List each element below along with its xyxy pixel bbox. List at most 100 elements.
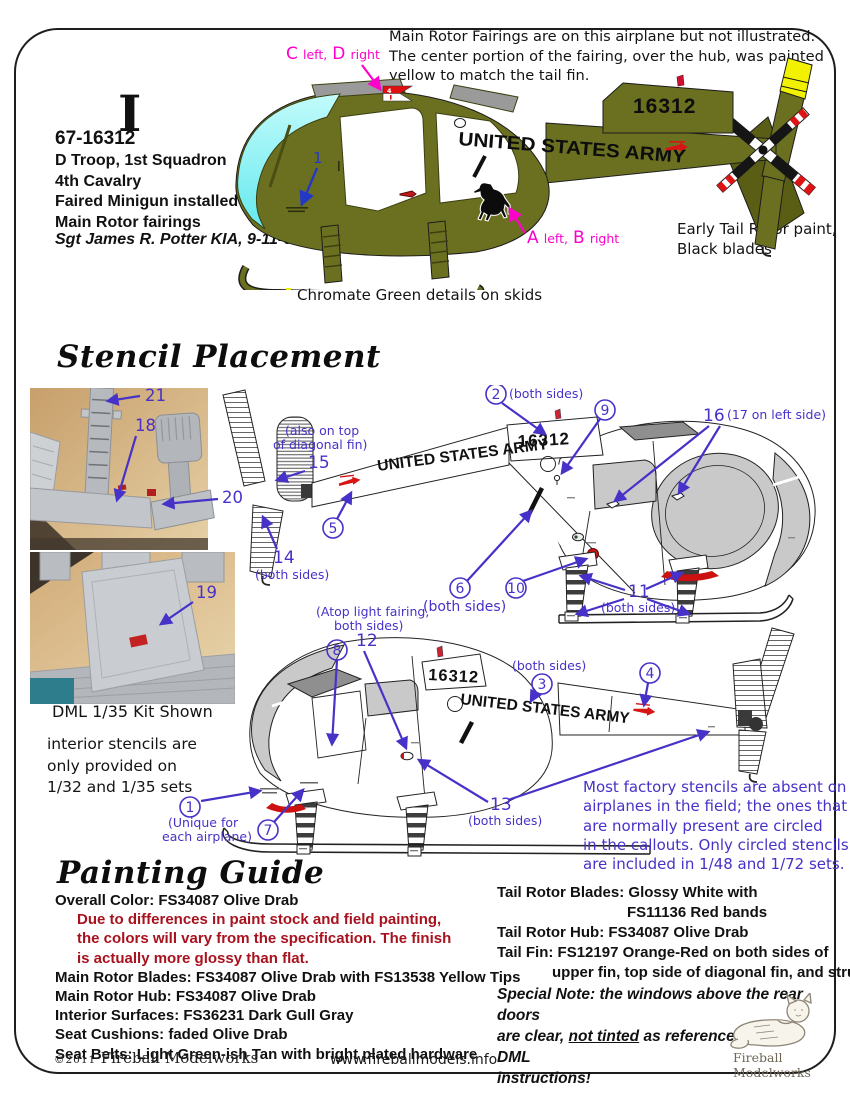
callout-1-note: each airplane) [162,829,252,844]
paint-line: Tail Rotor Hub: FS34087 Olive Drab [497,924,749,941]
tail-number: 16312 [517,429,570,451]
aircraft-serial: 67-16312 [55,128,136,149]
callout-14: 14 [273,548,295,568]
color-helicopter-illustration: 16312 [235,57,816,290]
callout-4: 4 [646,666,655,682]
callout-2: 2 [492,387,501,403]
kit-photo-seatback: 19 [30,552,235,704]
decal-side: left, [302,47,328,62]
landing-skids [238,220,485,290]
paint-line: Tail Fin: FS12197 Orange-Red on both sid… [497,944,829,961]
decal-side: left, [543,231,568,246]
decal-letter: C [286,44,298,64]
callout-12-note: both sides) [334,618,403,633]
note-line: are included in 1/48 and 1/72 sets. [583,855,845,874]
cutting-mat [30,678,74,704]
unit-line: 4th Cavalry [55,172,142,190]
decal-side: right [350,47,380,62]
callout-5: 5 [329,521,338,537]
callouts: (Atop light fairing, both sides) 12 8 (b… [162,604,711,844]
variant-numeral: I [118,84,142,143]
front-window [339,107,427,212]
callout-3: 3 [538,677,547,693]
door-window [364,679,419,717]
paint-line: FS11136 Red bands [627,904,768,921]
tail-group [222,389,314,586]
memorial-line: Sgt James R. Potter KIA, 9-11-69 [55,231,302,248]
paint-line: Seat Cushions: faded Olive Drab [55,1026,288,1044]
callout-13: 13 [490,795,512,815]
callout-13-note: (both sides) [468,813,542,828]
callout-7: 7 [264,823,273,839]
main-rotor-fairing-note: Main Rotor Fairings are on this airplane… [389,27,824,86]
callout-19-label: 19 [196,583,217,602]
cabin [235,78,550,257]
stencil-diagram-left-side: 16312 UNITED STATES ARMY [162,604,795,857]
boom-stencil-arrow [666,141,688,152]
pylon [421,653,487,691]
note-line: 1/32 and 1/35 sets [47,778,193,796]
paint-line: Tail Rotor Blades: Glossy White with [497,884,758,901]
callout-16: 16 [703,406,725,426]
horse-decal [473,182,512,222]
callout-1-label: 1 [313,149,323,167]
note-line: Black blades [677,240,772,258]
decal-letter: D [332,44,346,64]
callout-20-label: 20 [222,488,243,507]
brand-name: Fireball Modelworks [100,1049,259,1067]
guidon-number: 4 [387,87,392,95]
cavalry-guidon-decal: 4 [382,85,414,102]
callout-8: 8 [333,643,342,659]
roof-panel [449,84,519,113]
tail-number: 16312 [633,95,696,118]
note-line: yellow to match the tail fin. [389,67,590,84]
note-segment: are clear, [497,1028,569,1045]
paint-line: Seat Belts: Light Green-ish Tan with bri… [55,1045,478,1063]
callout-16-note: (17 on left side) [727,407,826,422]
note-line: instructions! [497,1070,591,1087]
tail-number: 16312 [428,666,480,687]
callout-11: 11 [628,582,650,602]
paint-line: Main Rotor Hub: FS34087 Olive Drab [55,988,316,1006]
callout-arrow-cd [361,64,382,92]
decal-letter: B [573,228,585,248]
fireball-cat-logo [730,993,812,1049]
painting-guide-right: Tail Rotor Blades: Glossy White with FS1… [497,883,850,983]
unit-line: D Troop, 1st Squadron [55,152,227,169]
callout-3-note: (both sides) [512,658,586,673]
note-line: are normally present are circled [583,816,823,835]
rear-window [435,112,520,204]
decal-letter: A [527,228,539,248]
boom-stencil-arrow [338,474,361,486]
copyright-line: ©2011 Fireball Modelworks [54,1049,258,1067]
canopy-glass [237,93,341,230]
note-line: interior stencils are [47,735,197,753]
stencil-diagram-right-side: 16312 UNITED STATES ARMY [222,385,826,624]
seatback-part [81,557,205,693]
kit-caption: DML 1/35 Kit Shown [52,702,213,721]
interior-stencil-note: interior stencils are only provided on 1… [47,734,197,799]
callout-2-note: (both sides) [509,386,583,401]
note-line: The center portion of the fairing, over … [389,47,824,65]
paint-warning-line: Due to differences in paint stock and fi… [77,911,442,929]
factory-stencil-note: Most factory stencils are absent on airp… [583,778,849,874]
note-line: only provided on [47,756,177,775]
callout-12: 12 [356,631,378,651]
red-stencil-decal [129,634,148,648]
callout-12-note: (Atop light fairing, [316,604,429,619]
note-line: airplanes in the field; the ones that [583,797,848,816]
tail-group [708,627,795,783]
paint-warning-line: is actually more glossy than flat. [77,949,309,967]
boom [311,426,510,508]
page-border [14,28,836,1074]
unit-line: Faired Minigun installed [55,193,239,210]
tail-rotor [710,104,816,196]
skids-caption: Chromate Green details on skids [297,286,543,304]
website-url: www.fireballmodels.info [330,1052,498,1068]
unit-description: D Troop, 1st Squadron 4th Cavalry Faired… [55,151,238,233]
callout-1-note: (Unique for [168,815,239,830]
engine-pylon: 16312 [602,74,734,134]
decal-callout-ab: A left, B right [527,228,619,248]
minigun-muzzle [399,190,417,198]
paint-line: Main Rotor Blades: FS34087 Olive Drab wi… [55,968,521,986]
